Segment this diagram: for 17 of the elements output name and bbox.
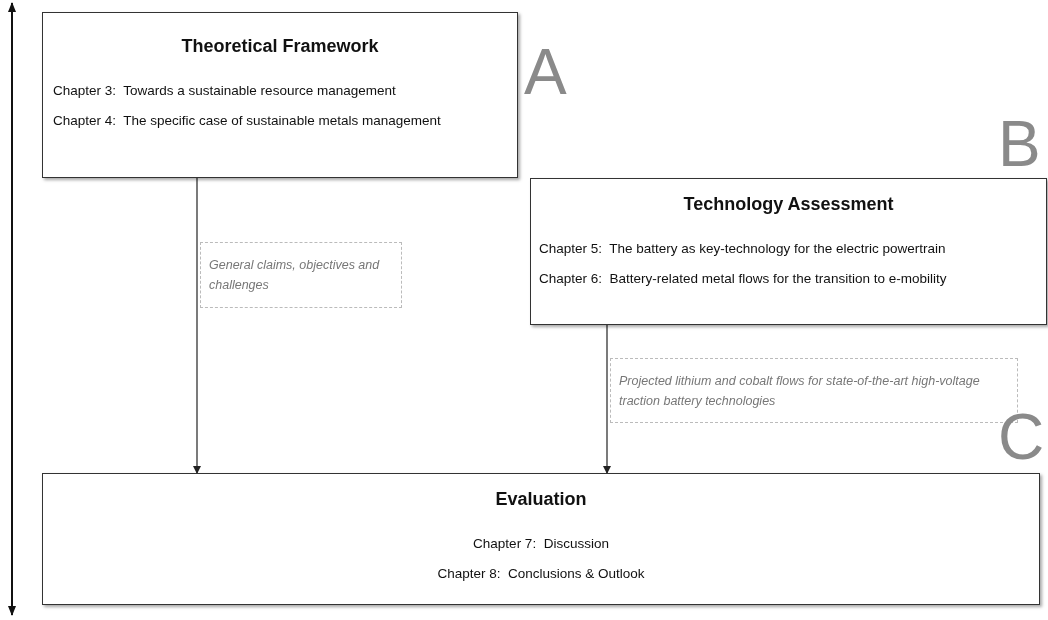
chapter-line: Chapter 7: Discussion bbox=[473, 535, 609, 553]
section-title: Technology Assessment bbox=[683, 193, 894, 216]
arrow bbox=[193, 177, 201, 474]
section-title: Evaluation bbox=[495, 488, 587, 511]
section-box bbox=[530, 178, 1047, 325]
section-box bbox=[42, 473, 1040, 605]
section-letter: A bbox=[524, 40, 567, 104]
chapter-line: Chapter 3: Towards a sustainable resource management bbox=[53, 82, 396, 100]
section-box bbox=[42, 12, 518, 178]
chapter-line: Chapter 6: Battery-related metal flows for the transition to e-mobility bbox=[539, 270, 947, 288]
chapter-line: Chapter 4: The specific case of sustainable metals management bbox=[53, 112, 441, 130]
section-title: Theoretical Framework bbox=[181, 35, 379, 58]
section-letter: B bbox=[998, 112, 1041, 176]
edge-label: General claims, objectives and challenges bbox=[200, 242, 402, 308]
arrow bbox=[603, 324, 611, 474]
chapter-line: Chapter 5: The battery as key-technology for the electric powertrain bbox=[539, 240, 946, 258]
chapter-line: Chapter 8: Conclusions & Outlook bbox=[437, 565, 645, 583]
